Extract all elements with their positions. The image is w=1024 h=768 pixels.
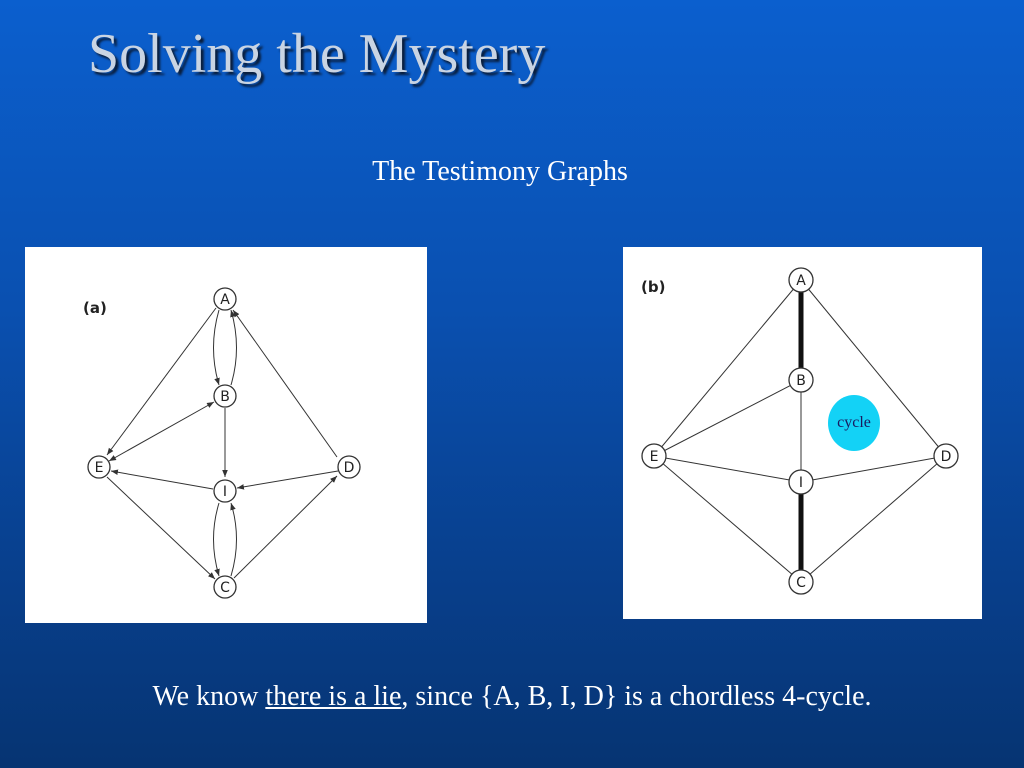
graph-a-node-d: D — [337, 455, 361, 479]
graph-a-node-e: E — [87, 455, 111, 479]
svg-text:B: B — [796, 373, 806, 389]
edge-c-to-i — [230, 502, 237, 577]
svg-text:E: E — [95, 460, 104, 476]
edge-d-to-a — [232, 309, 338, 458]
graph-b-node-b: B — [788, 367, 814, 393]
svg-text:B: B — [220, 389, 230, 405]
edge-a-e — [653, 279, 802, 457]
graph-a-node-b: B — [213, 384, 237, 408]
slide-subtitle: The Testimony Graphs — [372, 156, 628, 187]
graph-a-node-c: C — [213, 575, 237, 599]
graph-b-panel: (b) A B E I D — [623, 247, 982, 619]
svg-text:I: I — [223, 484, 227, 500]
edge-e-c — [653, 455, 802, 583]
slide-title: Solving the Mystery — [88, 23, 546, 85]
edge-c-to-d — [233, 475, 338, 579]
edge-b-e — [653, 379, 802, 457]
graph-a-panel: (a) A B E I D — [25, 247, 427, 623]
edge-e-to-c — [106, 476, 216, 580]
caption-text-after: , since {A, B, I, D} is a chordless 4-cy… — [401, 681, 872, 712]
edge-c-d — [800, 455, 947, 583]
edge-a-to-e — [106, 307, 217, 456]
graph-a-node-a: A — [213, 287, 237, 311]
svg-text:D: D — [344, 460, 355, 476]
edge-d-to-i — [236, 470, 339, 490]
svg-text:A: A — [796, 273, 806, 289]
svg-text:E: E — [650, 449, 659, 465]
graph-b-node-i: I — [788, 469, 814, 495]
edge-a-d — [800, 279, 947, 457]
edge-i-to-c — [213, 502, 220, 577]
graph-b-label: (b) — [641, 278, 665, 296]
graph-b-node-a: A — [788, 267, 814, 293]
svg-text:C: C — [796, 575, 806, 591]
svg-text:D: D — [941, 449, 952, 465]
graph-a-node-i: I — [213, 479, 237, 503]
slide-caption: We know there is a lie, since {A, B, I, … — [0, 681, 1024, 713]
edge-e-b — [108, 401, 215, 462]
caption-text-before: We know — [152, 681, 266, 712]
svg-text:A: A — [220, 292, 230, 308]
graph-a-diagram: (a) A B E I D — [83, 287, 361, 599]
svg-text:C: C — [220, 580, 230, 596]
graph-b-node-d: D — [933, 443, 959, 469]
edge-e-i — [653, 455, 802, 483]
graph-b-node-c: C — [788, 569, 814, 595]
graph-a-label: (a) — [83, 299, 107, 317]
graph-b-node-e: E — [641, 443, 667, 469]
edge-i-to-e — [110, 469, 214, 490]
cycle-badge: cycle — [828, 395, 880, 451]
edge-i-d — [800, 455, 947, 483]
edge-a-to-b — [213, 309, 220, 386]
caption-underlined-text: there is a lie — [265, 681, 402, 712]
graph-b-diagram: (b) A B E I D — [641, 267, 959, 595]
svg-text:I: I — [799, 475, 803, 491]
edge-b-to-a — [230, 309, 237, 386]
